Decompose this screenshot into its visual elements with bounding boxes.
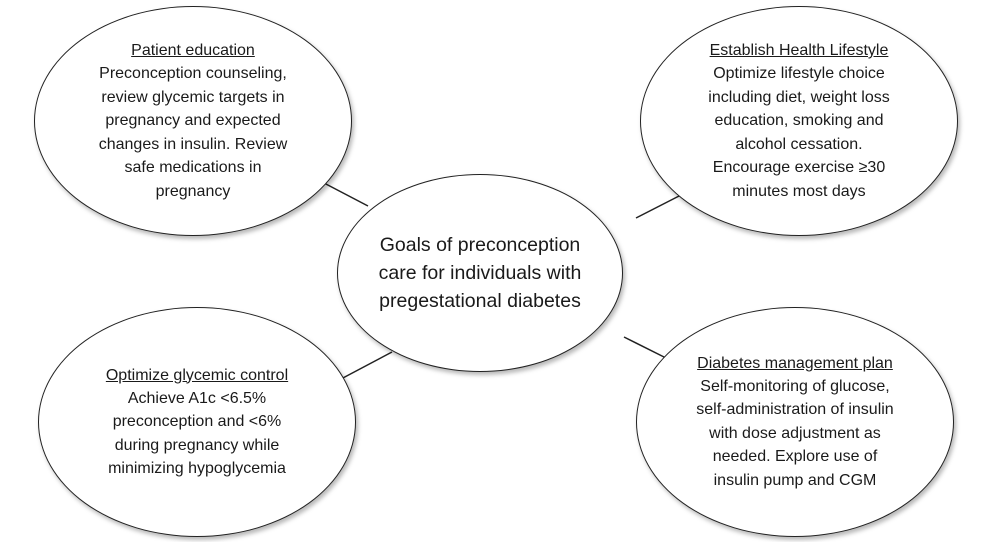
patient-education-text: Preconception counseling, review glycemi…: [98, 65, 288, 200]
patient-education-node: Patient education Preconception counseli…: [34, 6, 352, 236]
health-lifestyle-node: Establish Health Lifestyle Optimize life…: [640, 6, 958, 236]
central-goal-node: Goals of preconception care for individu…: [337, 174, 623, 372]
connector-health-lifestyle: [635, 194, 682, 219]
connector-patient-education: [323, 182, 369, 207]
health-lifestyle-title: Establish Health Lifestyle: [709, 42, 889, 59]
connector-glycemic-control: [340, 351, 393, 380]
management-plan-title: Diabetes management plan: [697, 354, 893, 372]
glycemic-control-text: Achieve A1c <6.5% preconception and <6% …: [108, 389, 286, 478]
management-plan-node: Diabetes management plan Self-monitoring…: [636, 307, 954, 537]
central-goal-text: Goals of preconception care for individu…: [378, 234, 582, 312]
management-plan-text: Self-monitoring of glucose, self-adminis…: [696, 377, 894, 489]
glycemic-control-node: Optimize glycemic control Achieve A1c <6…: [38, 307, 356, 537]
health-lifestyle-text: Optimize lifestyle choice including diet…: [708, 65, 890, 200]
patient-education-title: Patient education: [131, 42, 255, 59]
glycemic-control-title: Optimize glycemic control: [105, 366, 289, 384]
connector-management-plan: [623, 336, 667, 359]
